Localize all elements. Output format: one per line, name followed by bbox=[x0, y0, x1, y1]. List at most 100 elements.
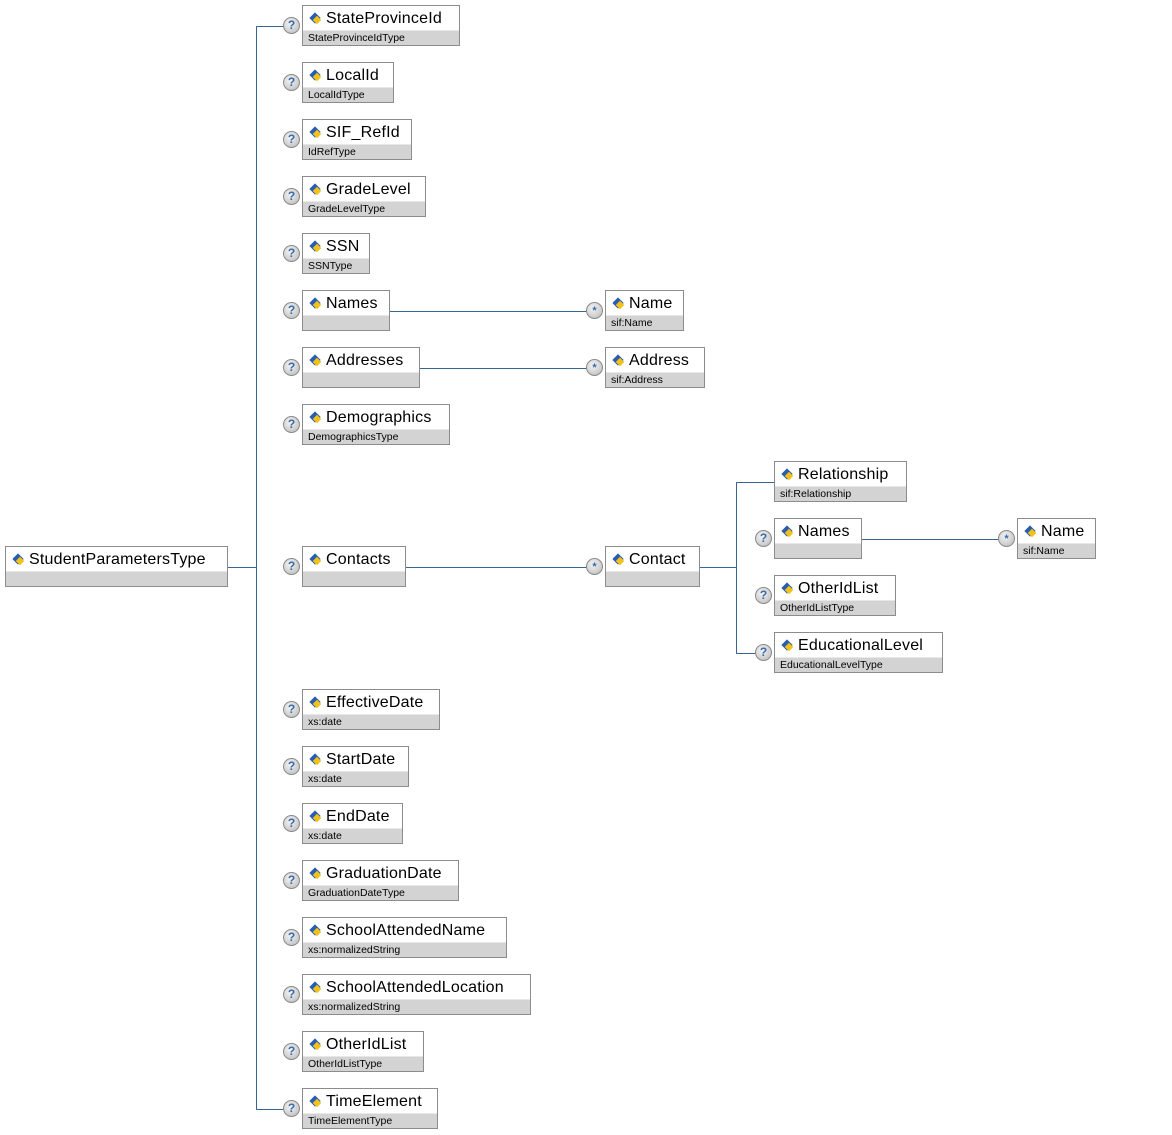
connector-line bbox=[861, 539, 999, 540]
node-type: sif:Name bbox=[1018, 543, 1095, 558]
node-name: Relationship bbox=[798, 466, 889, 483]
connector-line bbox=[419, 368, 587, 369]
multiple-occurrence-icon: * bbox=[586, 558, 603, 575]
node-name: SSN bbox=[326, 238, 360, 255]
optional-occurrence-icon: ? bbox=[283, 558, 300, 575]
node-type: GradeLevelType bbox=[303, 201, 425, 216]
element-icon bbox=[309, 755, 322, 765]
node-name: Address bbox=[629, 352, 690, 369]
element-icon bbox=[309, 128, 322, 138]
connector-line bbox=[256, 26, 284, 27]
node-type: xs:date bbox=[303, 714, 439, 729]
node-addresses[interactable]: Addresses bbox=[302, 347, 420, 388]
optional-occurrence-icon: ? bbox=[283, 359, 300, 376]
optional-occurrence-icon: ? bbox=[283, 416, 300, 433]
optional-occurrence-icon: ? bbox=[283, 131, 300, 148]
optional-occurrence-icon: ? bbox=[283, 74, 300, 91]
node-contact[interactable]: Contact bbox=[605, 546, 700, 587]
node-type bbox=[303, 372, 419, 387]
optional-occurrence-icon: ? bbox=[283, 302, 300, 319]
connector-line bbox=[256, 1109, 284, 1110]
multiple-occurrence-icon: * bbox=[586, 359, 603, 376]
node-end-date[interactable]: EndDate xs:date bbox=[302, 803, 403, 844]
node-name: SchoolAttendedName bbox=[326, 922, 486, 939]
node-name: Addresses bbox=[326, 352, 404, 369]
optional-occurrence-icon: ? bbox=[283, 245, 300, 262]
element-icon bbox=[309, 14, 322, 24]
multiple-occurrence-icon: * bbox=[998, 530, 1015, 547]
element-icon bbox=[309, 299, 322, 309]
node-type: xs:date bbox=[303, 828, 402, 843]
optional-occurrence-icon: ? bbox=[755, 530, 772, 547]
node-name: SIF_RefId bbox=[326, 124, 400, 141]
node-addresses-address[interactable]: Address sif:Address bbox=[605, 347, 705, 388]
node-names[interactable]: Names bbox=[302, 290, 390, 331]
optional-occurrence-icon: ? bbox=[283, 17, 300, 34]
node-name: Name bbox=[629, 295, 673, 312]
node-type bbox=[6, 571, 227, 586]
node-type: TimeElementType bbox=[303, 1113, 437, 1128]
node-name: EndDate bbox=[326, 808, 390, 825]
optional-occurrence-icon: ? bbox=[283, 986, 300, 1003]
node-type bbox=[775, 543, 861, 558]
node-contact-names[interactable]: Names bbox=[774, 518, 862, 559]
node-school-attended-name[interactable]: SchoolAttendedName xs:normalizedString bbox=[302, 917, 507, 958]
node-name: Demographics bbox=[326, 409, 432, 426]
node-type: xs:normalizedString bbox=[303, 942, 506, 957]
node-type: DemographicsType bbox=[303, 429, 449, 444]
node-name: Contact bbox=[629, 551, 686, 568]
connector-line bbox=[256, 26, 257, 1109]
node-type bbox=[303, 315, 389, 330]
node-type: xs:date bbox=[303, 771, 408, 786]
node-name: Name bbox=[1041, 523, 1085, 540]
optional-occurrence-icon: ? bbox=[283, 758, 300, 775]
node-contacts[interactable]: Contacts bbox=[302, 546, 406, 587]
node-contact-relationship[interactable]: Relationship sif:Relationship bbox=[774, 461, 907, 502]
element-icon bbox=[309, 983, 322, 993]
element-icon bbox=[12, 555, 25, 565]
connector-line bbox=[736, 482, 737, 653]
element-icon bbox=[781, 527, 794, 537]
element-icon bbox=[612, 356, 625, 366]
element-icon bbox=[309, 1097, 322, 1107]
node-type: OtherIdListType bbox=[775, 600, 895, 615]
element-icon bbox=[781, 584, 794, 594]
element-icon bbox=[309, 185, 322, 195]
node-name: GradeLevel bbox=[326, 181, 411, 198]
node-type: sif:Address bbox=[606, 372, 704, 387]
element-icon bbox=[309, 242, 322, 252]
node-type bbox=[606, 571, 699, 586]
element-icon bbox=[612, 299, 625, 309]
node-type: sif:Relationship bbox=[775, 486, 906, 501]
node-name: StateProvinceId bbox=[326, 10, 442, 27]
node-effective-date[interactable]: EffectiveDate xs:date bbox=[302, 689, 440, 730]
node-name: OtherIdList bbox=[326, 1036, 407, 1053]
element-icon bbox=[309, 869, 322, 879]
element-icon bbox=[1024, 527, 1037, 537]
node-name: EffectiveDate bbox=[326, 694, 424, 711]
node-contact-names-name[interactable]: Name sif:Name bbox=[1017, 518, 1096, 559]
connector-line bbox=[405, 567, 587, 568]
connector-line bbox=[389, 311, 587, 312]
element-icon bbox=[309, 812, 322, 822]
element-icon bbox=[781, 641, 794, 651]
node-name: StudentParametersType bbox=[29, 551, 206, 568]
node-name: TimeElement bbox=[326, 1093, 422, 1110]
root-node-student-parameters-type[interactable]: StudentParametersType bbox=[5, 546, 228, 587]
element-icon bbox=[309, 356, 322, 366]
optional-occurrence-icon: ? bbox=[283, 1100, 300, 1117]
